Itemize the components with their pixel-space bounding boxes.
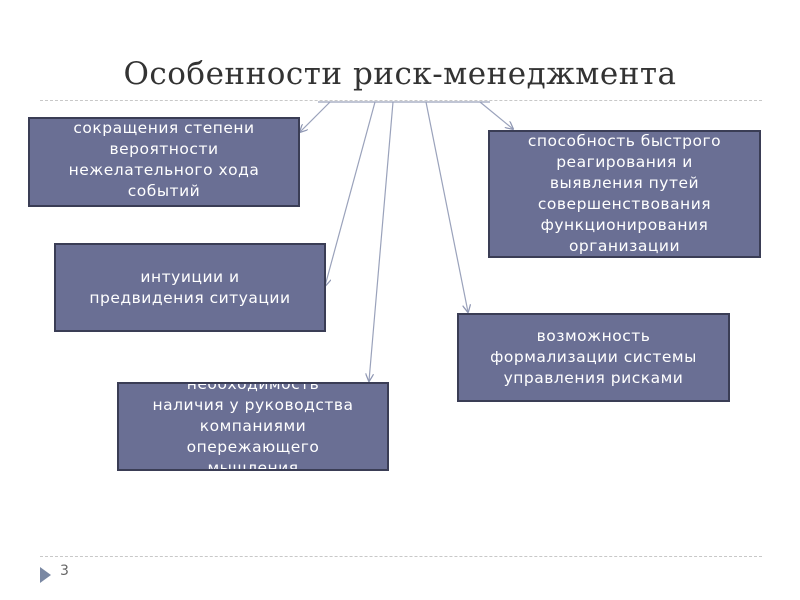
box-risk-reduction: сокращения степени вероятности нежелател… xyxy=(28,117,300,207)
slide-title: Особенности риск-менеджмента xyxy=(123,56,677,92)
box-quick-response-text: способность быстрого реагирования и выяв… xyxy=(527,132,722,255)
arrow-to-formalization xyxy=(425,101,468,312)
box-intuition-text: интуиции и предвидения ситуации xyxy=(89,267,291,307)
box-formalization-text: возможность формализации системы управле… xyxy=(490,327,697,387)
box-risk-reduction-text: сокращения степени вероятности нежелател… xyxy=(68,119,260,200)
box-quick-response: способность быстрого реагирования и выяв… xyxy=(488,130,761,258)
box-intuition: интуиции и предвидения ситуации xyxy=(54,243,326,332)
title-divider xyxy=(40,100,762,101)
page-number: 3 xyxy=(60,563,69,579)
box-management-thinking-text: необходимость наличия у руководства комп… xyxy=(152,382,354,471)
box-management-thinking: необходимость наличия у руководства комп… xyxy=(117,382,389,471)
footer-divider xyxy=(40,556,762,557)
box-formalization: возможность формализации системы управле… xyxy=(457,313,730,402)
arrow-to-management-thinking xyxy=(369,101,394,381)
arrow-to-reduction xyxy=(300,101,331,132)
slide-marker-icon xyxy=(40,567,51,583)
arrow-to-intuition xyxy=(325,101,376,286)
arrow-to-quick-response xyxy=(479,101,513,129)
